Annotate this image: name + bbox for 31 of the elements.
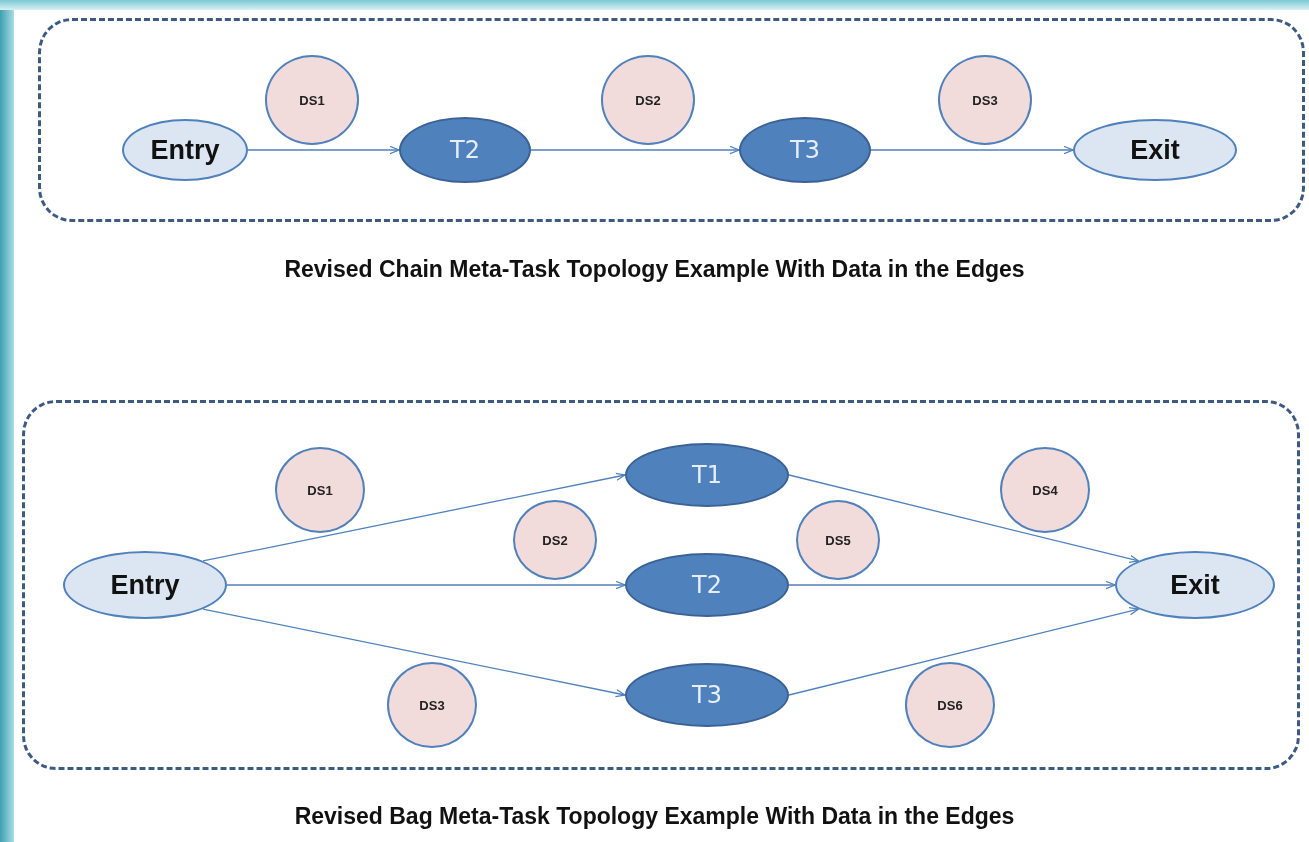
node-label: T2 — [450, 136, 480, 164]
node-label: T3 — [790, 136, 820, 164]
arrow — [788, 580, 1116, 590]
node-label: DS3 — [419, 697, 445, 713]
arrow — [788, 474, 1140, 563]
arrow — [247, 145, 400, 155]
arrow — [788, 607, 1140, 696]
node-label: Exit — [1170, 569, 1220, 601]
dashed-group-frame — [22, 400, 1300, 770]
node-label: T3 — [692, 681, 722, 709]
node-label: DS5 — [825, 532, 851, 548]
node-label: Entry — [150, 134, 220, 166]
node-label: DS1 — [299, 92, 325, 108]
node-label: DS1 — [307, 482, 333, 498]
arrow — [530, 145, 740, 155]
arrow — [226, 580, 626, 590]
arrow — [202, 608, 626, 698]
node-label: Entry — [110, 569, 180, 601]
arrow — [202, 472, 626, 562]
node-label: DS6 — [937, 697, 963, 713]
figure-caption: Revised Bag Meta-Task Topology Example With Data in the Edges — [293, 803, 1016, 830]
node-label: Exit — [1130, 134, 1180, 166]
figure-caption: Revised Chain Meta-Task Topology Example With Data in the Edges — [283, 256, 1026, 283]
node-label: T1 — [692, 461, 722, 489]
node-label: DS4 — [1032, 482, 1058, 498]
node-label: DS2 — [542, 532, 568, 548]
node-label: DS2 — [635, 92, 661, 108]
node-label: DS3 — [972, 92, 998, 108]
node-label: T2 — [692, 571, 722, 599]
arrow — [870, 145, 1074, 155]
dashed-group-frame — [38, 18, 1305, 222]
